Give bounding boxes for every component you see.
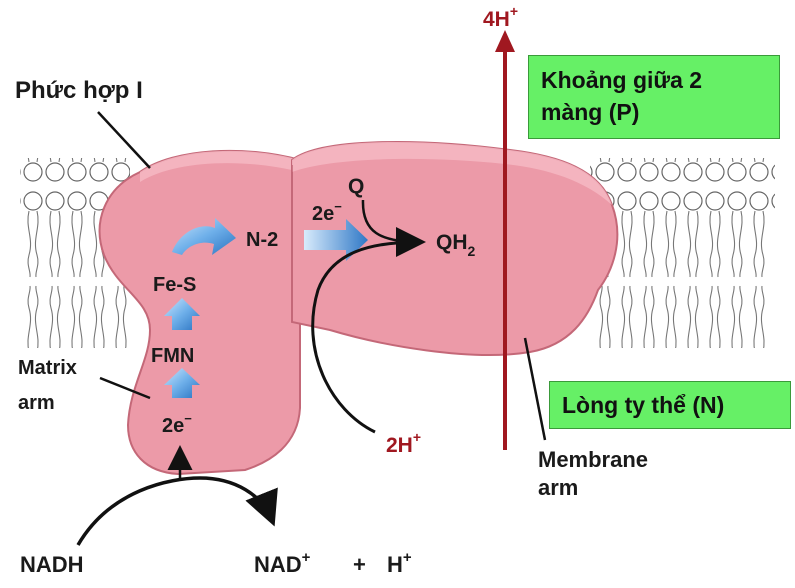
electron-pair-top: 2e− bbox=[312, 199, 342, 225]
intermembrane-space-box: Khoảng giữa 2 màng (P) bbox=[528, 55, 780, 139]
lipid-bilayer-right bbox=[590, 158, 775, 348]
nadh-arrow bbox=[76, 476, 278, 546]
matrix-box: Lòng ty thể (N) bbox=[549, 381, 791, 429]
protein-membrane-top bbox=[292, 141, 612, 205]
matrix-label: Lòng ty thể (N) bbox=[562, 392, 725, 418]
qh2-label: QH2 bbox=[436, 231, 476, 259]
membrane-arm-leader-line bbox=[523, 337, 547, 441]
arrow-fes-to-n2 bbox=[172, 218, 236, 255]
proton-pump-arrowhead bbox=[495, 30, 515, 52]
arrow-fmn-to-fes bbox=[164, 298, 200, 330]
proton-uptake-arrow bbox=[311, 227, 426, 434]
fes-label: Fe-S bbox=[153, 274, 196, 296]
matrix-arm-label-2: arm bbox=[18, 392, 55, 414]
plus-sign: + bbox=[353, 552, 366, 577]
fmn-label: FMN bbox=[151, 345, 194, 367]
membrane-arm-label-2: arm bbox=[538, 475, 578, 500]
arrow-e-to-fmn bbox=[164, 368, 200, 398]
electron-pair-bottom: 2e− bbox=[162, 411, 192, 437]
matrix-arm-leader-line bbox=[99, 376, 151, 400]
nad-label: NAD+ bbox=[254, 549, 311, 577]
matrix-arm-label-1: Matrix bbox=[18, 357, 77, 379]
q-label: Q bbox=[348, 175, 364, 198]
complex-leader-line bbox=[97, 111, 151, 169]
h-label: H+ bbox=[387, 549, 412, 577]
protein-peripheral-top bbox=[140, 150, 300, 182]
nadh-label: NADH bbox=[20, 552, 84, 577]
arrow-n2-to-qh2 bbox=[304, 219, 368, 261]
proton-out-label: 4H+ bbox=[483, 3, 518, 31]
intermembrane-space-label: Khoảng giữa 2 màng (P) bbox=[541, 67, 703, 125]
n2-label: N-2 bbox=[246, 229, 278, 251]
membrane-arm-label-1: Membrane bbox=[538, 447, 648, 472]
complex-title: Phức hợp I bbox=[15, 77, 143, 104]
proton-in-label: 2H+ bbox=[386, 429, 421, 457]
